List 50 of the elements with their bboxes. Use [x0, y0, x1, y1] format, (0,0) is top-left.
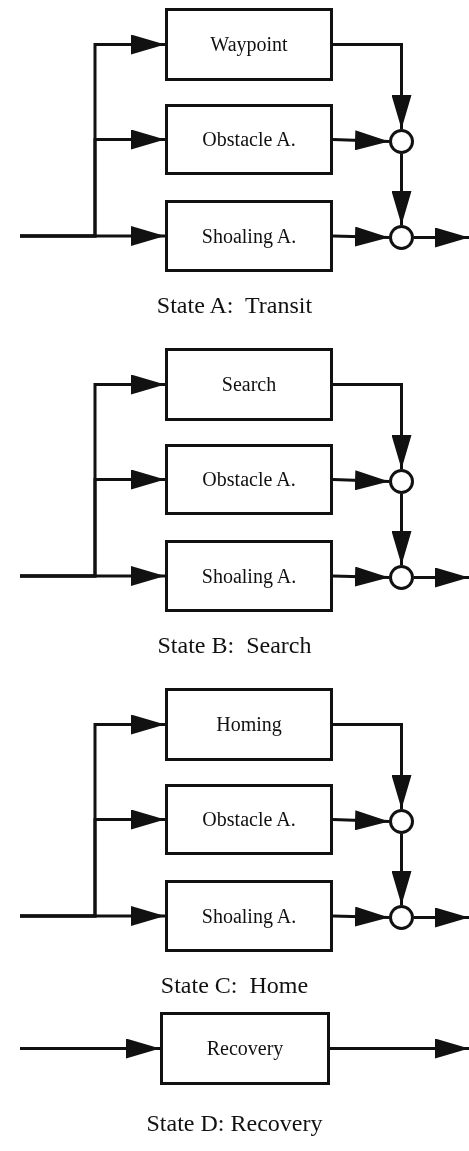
box-label: Search [221, 373, 277, 396]
process-box [165, 348, 333, 421]
arrow [391, 154, 412, 225]
process-box [165, 784, 333, 855]
box-label: Shoaling A. [201, 904, 297, 928]
arrow [333, 383, 412, 469]
junction-circle [389, 225, 414, 250]
process-box [160, 1012, 330, 1085]
state-caption: State C: Home [160, 972, 309, 998]
box-label: Obstacle A. [202, 128, 296, 151]
state-caption: State A: Transit [156, 292, 313, 318]
junction-circle [389, 809, 414, 834]
junction-circle [389, 565, 414, 590]
arrow [333, 43, 412, 129]
junction-circle [389, 469, 414, 494]
arrow [332, 130, 390, 151]
arrow [20, 906, 165, 926]
box-label: Shoaling A. [201, 564, 297, 588]
box-label: Homing [216, 713, 282, 736]
arrow [332, 566, 390, 587]
arrow [332, 906, 390, 927]
arrow [391, 834, 412, 905]
state-caption: State B: Search [157, 632, 312, 658]
junction-circle [389, 129, 414, 154]
box-label: Obstacle A. [202, 808, 296, 831]
process-box [165, 688, 333, 761]
arrow [391, 494, 412, 565]
process-box [165, 104, 333, 175]
state-caption: State D: Recovery [146, 1110, 323, 1136]
arrow [20, 1038, 160, 1059]
process-box [165, 200, 333, 272]
arrow [332, 810, 390, 831]
arrow [414, 227, 469, 248]
arrow [332, 226, 390, 247]
arrow [330, 1038, 469, 1059]
box-label: Obstacle A. [202, 468, 296, 491]
process-box [165, 8, 333, 81]
arrow [333, 723, 412, 809]
arrow [20, 566, 165, 586]
process-box [165, 444, 333, 515]
arrow [414, 567, 469, 588]
process-box [165, 880, 333, 952]
box-label: Waypoint [210, 33, 288, 56]
arrow [20, 226, 165, 246]
arrow [414, 907, 469, 928]
box-label: Shoaling A. [201, 224, 297, 248]
arrow [332, 470, 390, 491]
process-box [165, 540, 333, 612]
box-label: Recovery [206, 1037, 284, 1060]
junction-circle [389, 905, 414, 930]
